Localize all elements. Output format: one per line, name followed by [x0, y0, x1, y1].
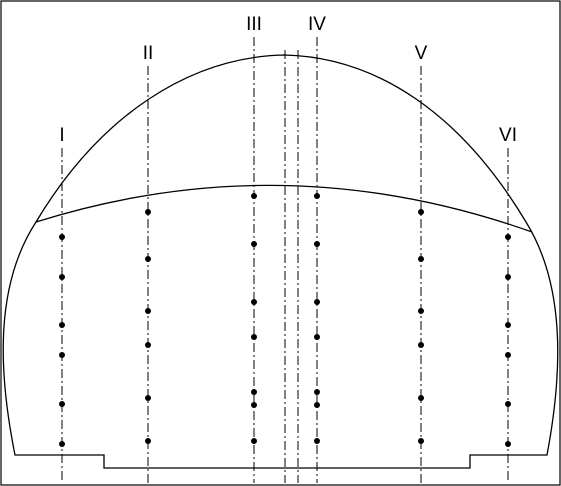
section-III: III [246, 14, 262, 483]
measuring-point [59, 401, 65, 407]
measuring-point [145, 209, 151, 215]
section-label-I: I [59, 125, 64, 146]
measuring-point [145, 395, 151, 401]
measuring-point [251, 241, 257, 247]
measuring-point [145, 342, 151, 348]
measuring-point [251, 299, 257, 305]
measuring-point [314, 438, 320, 444]
measuring-point [59, 441, 65, 447]
measuring-point [505, 322, 511, 328]
excavation-line [35, 184, 533, 233]
measuring-point [314, 299, 320, 305]
measuring-point [251, 438, 257, 444]
measuring-point [314, 402, 320, 408]
measuring-point [145, 438, 151, 444]
measuring-point [418, 395, 424, 401]
section-label-VI: VI [499, 125, 517, 146]
measuring-point [314, 334, 320, 340]
measuring-point [314, 389, 320, 395]
measuring-point [418, 209, 424, 215]
section-label-V: V [415, 43, 428, 64]
section-VI: VI [499, 125, 517, 483]
measuring-point [145, 256, 151, 262]
measuring-point [59, 274, 65, 280]
section-IV: IV [308, 14, 326, 483]
measuring-point [251, 389, 257, 395]
section-II: II [143, 43, 154, 483]
measuring-point [59, 352, 65, 358]
measuring-point [505, 234, 511, 240]
section-V: V [415, 43, 428, 483]
measuring-point [251, 402, 257, 408]
measuring-point [251, 193, 257, 199]
section-label-IV: IV [308, 14, 326, 35]
section-label-III: III [246, 14, 262, 35]
measuring-point [418, 308, 424, 314]
tunnel-profile [2, 54, 559, 469]
measuring-point [145, 308, 151, 314]
measuring-point [251, 334, 257, 340]
measuring-point [418, 342, 424, 348]
measuring-points [59, 193, 511, 447]
measuring-point [59, 322, 65, 328]
measuring-point [505, 401, 511, 407]
measuring-point [505, 441, 511, 447]
section-label-II: II [143, 43, 154, 64]
measuring-point [505, 274, 511, 280]
measuring-point [505, 352, 511, 358]
measuring-point [314, 241, 320, 247]
measuring-point [418, 256, 424, 262]
section-I: I [59, 125, 65, 483]
measuring-point [418, 438, 424, 444]
measuring-point [59, 234, 65, 240]
measuring-point [314, 193, 320, 199]
